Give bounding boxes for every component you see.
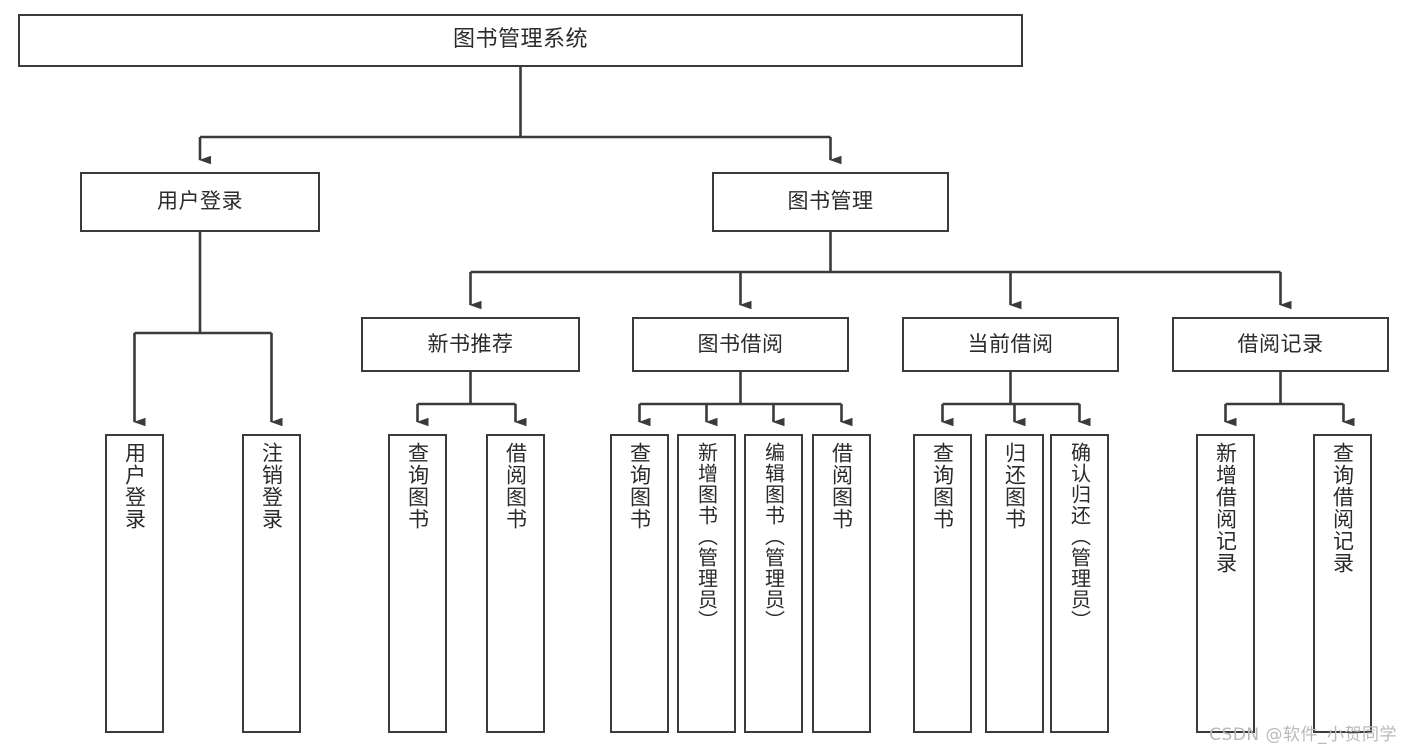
node-user-login-label: 用户登录 <box>157 189 243 214</box>
leaf-borrow-book[interactable]: 借阅图书 <box>812 434 871 733</box>
leaf-label: 新增借阅记录 <box>1213 442 1238 574</box>
node-user-login[interactable]: 用户登录 <box>80 172 320 232</box>
node-book-borrow-label: 图书借阅 <box>697 331 784 356</box>
node-new-book-recommend-label: 新书推荐 <box>427 331 514 356</box>
leaf-borrow-book-recommend[interactable]: 借阅图书 <box>486 434 545 733</box>
leaf-label: 确认归还（管理员） <box>1067 442 1092 631</box>
csdn-watermark: CSDN @软件_小贺同学 <box>1209 725 1397 745</box>
node-book-borrow[interactable]: 图书借阅 <box>632 317 849 372</box>
leaf-user-login[interactable]: 用户登录 <box>105 434 164 733</box>
leaf-logout-login[interactable]: 注销登录 <box>242 434 301 733</box>
node-current-borrow-label: 当前借阅 <box>967 331 1054 356</box>
leaf-label: 借阅图书 <box>503 442 528 530</box>
node-root[interactable]: 图书管理系统 <box>18 14 1023 67</box>
leaf-label: 注销登录 <box>259 442 284 530</box>
leaf-label: 编辑图书（管理员） <box>761 442 786 631</box>
leaf-query-borrow-record[interactable]: 查询借阅记录 <box>1313 434 1372 733</box>
node-root-label: 图书管理系统 <box>452 27 588 53</box>
leaf-query-book-borrow[interactable]: 查询图书 <box>610 434 669 733</box>
node-borrow-record-label: 借阅记录 <box>1237 331 1324 356</box>
leaf-label: 查询图书 <box>405 442 430 530</box>
leaf-label: 查询图书 <box>627 442 652 530</box>
node-current-borrow[interactable]: 当前借阅 <box>902 317 1119 372</box>
leaf-return-book[interactable]: 归还图书 <box>985 434 1044 733</box>
leaf-add-borrow-record[interactable]: 新增借阅记录 <box>1196 434 1255 733</box>
leaf-label: 借阅图书 <box>829 442 854 530</box>
leaf-query-book-current[interactable]: 查询图书 <box>913 434 972 733</box>
node-book-management-label: 图书管理 <box>787 189 874 214</box>
leaf-label: 新增图书（管理员） <box>694 442 719 631</box>
leaf-label: 查询借阅记录 <box>1330 442 1355 574</box>
leaf-edit-book-admin[interactable]: 编辑图书（管理员） <box>744 434 803 733</box>
leaf-label: 查询图书 <box>930 442 955 530</box>
leaf-label: 用户登录 <box>122 442 147 530</box>
leaf-confirm-return-admin[interactable]: 确认归还（管理员） <box>1050 434 1109 733</box>
node-new-book-recommend[interactable]: 新书推荐 <box>361 317 580 372</box>
leaf-query-book-recommend[interactable]: 查询图书 <box>388 434 447 733</box>
leaf-label: 归还图书 <box>1002 442 1027 530</box>
node-book-management[interactable]: 图书管理 <box>712 172 949 232</box>
node-borrow-record[interactable]: 借阅记录 <box>1172 317 1389 372</box>
leaf-add-book-admin[interactable]: 新增图书（管理员） <box>677 434 736 733</box>
